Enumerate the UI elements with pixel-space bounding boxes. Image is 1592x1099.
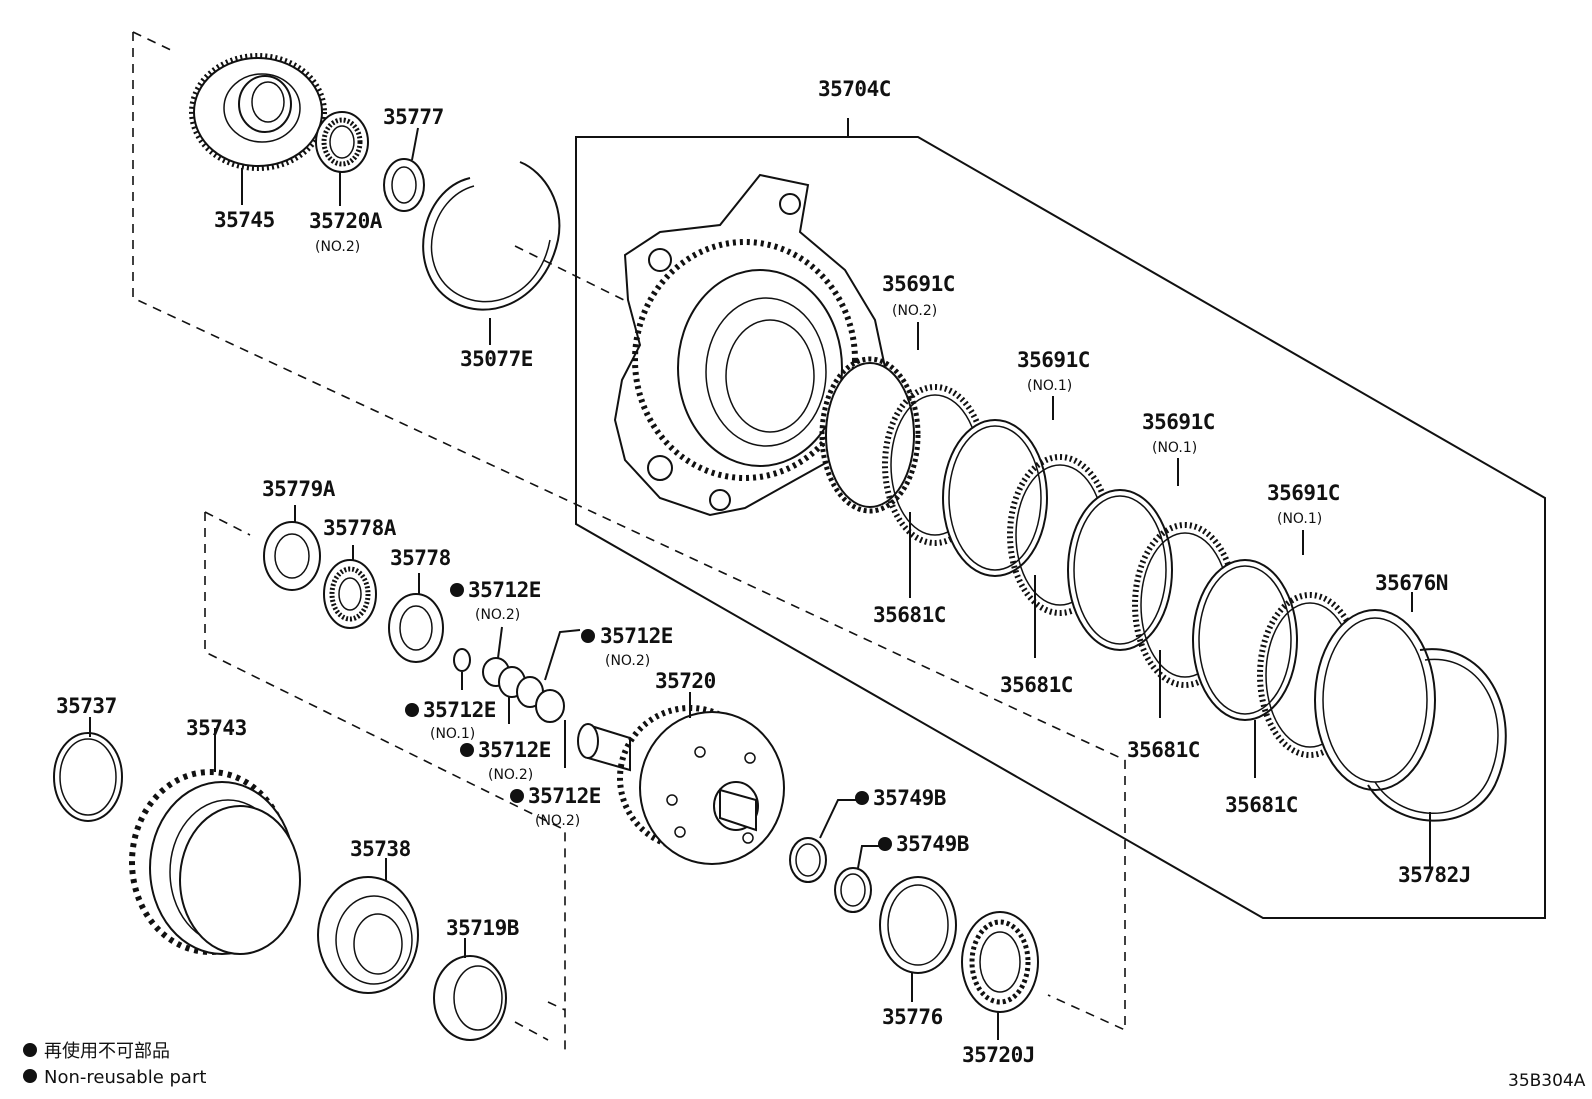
callout-35737: 35737 <box>56 694 117 718</box>
non-reusable-marker <box>855 791 869 805</box>
callout-35745: 35745 <box>214 208 275 232</box>
callout-35782J: 35782J <box>1398 863 1471 887</box>
callout-labels: 35704C 35745 35720A (NO.2) 35777 35077E … <box>56 77 1471 1067</box>
callout-35691C-d-qualifier: (NO.1) <box>1277 511 1322 527</box>
callout-35712E-d: 35712E <box>478 738 551 762</box>
callout-35720J: 35720J <box>962 1043 1035 1067</box>
legend-bullet-icon <box>23 1069 37 1083</box>
part-35778A-bearing <box>323 545 377 629</box>
part-35077E-snap-ring <box>422 161 561 345</box>
callout-35776: 35776 <box>882 1005 943 1029</box>
non-reusable-marker <box>405 703 419 717</box>
callout-35779A: 35779A <box>262 477 336 501</box>
callout-35712E-a: 35712E <box>468 578 541 602</box>
callout-35681C-b: 35681C <box>1000 673 1073 697</box>
callout-35777: 35777 <box>383 105 444 129</box>
clutch-plates <box>819 356 1507 822</box>
callout-35720A: 35720A <box>309 209 383 233</box>
callout-35681C-a: 35681C <box>873 603 946 627</box>
callout-35720A-qualifier: (NO.2) <box>315 239 360 255</box>
callout-35743: 35743 <box>186 716 247 740</box>
group-outlines <box>132 31 1126 1052</box>
part-35778-washer <box>388 573 444 663</box>
part-35720-planetary <box>577 692 785 865</box>
clutch-leaders <box>909 322 1431 868</box>
callout-35691C-c-qualifier: (NO.1) <box>1152 440 1197 456</box>
callout-35778A: 35778A <box>323 516 397 540</box>
part-35704C-hub <box>613 173 888 517</box>
part-35738-carrier <box>317 858 419 994</box>
part-35737-snap-ring <box>53 717 123 822</box>
part-35776-washer <box>879 876 957 1002</box>
legend-text-en: Non-reusable part <box>44 1067 206 1088</box>
callout-35719B: 35719B <box>446 916 519 940</box>
callout-35712E-c-qualifier: (NO.1) <box>430 726 475 742</box>
callout-35676N: 35676N <box>1375 571 1448 595</box>
part-35719B-bearing <box>433 938 507 1041</box>
diagram-reference: 35B304A <box>1508 1071 1586 1091</box>
callout-35738: 35738 <box>350 837 411 861</box>
legend-text-jp: 再使用不可部品 <box>44 1041 170 1062</box>
callout-35778: 35778 <box>390 546 451 570</box>
callout-35691C-b: 35691C <box>1017 348 1090 372</box>
part-35777-washer <box>383 127 425 212</box>
callout-35704C: 35704C <box>818 77 891 101</box>
callout-35749B-a: 35749B <box>873 786 946 810</box>
callout-35712E-c: 35712E <box>423 698 496 722</box>
non-reusable-marker <box>878 837 892 851</box>
part-35712E-seal-rings <box>453 626 581 768</box>
callout-35749B-b: 35749B <box>896 832 969 856</box>
callout-35712E-e: 35712E <box>528 784 601 808</box>
part-35743-ring-gear <box>129 728 301 955</box>
legend-bullet-icon <box>23 1043 37 1057</box>
callout-35681C-d: 35681C <box>1225 793 1298 817</box>
callout-35712E-e-qualifier: (NO.2) <box>535 813 580 829</box>
non-reusable-marker <box>450 583 464 597</box>
part-35720J-bearing <box>961 911 1039 1040</box>
part-35745-drum <box>189 53 327 205</box>
callout-35077E: 35077E <box>460 347 533 371</box>
legend: 再使用不可部品 Non-reusable part <box>23 1041 206 1088</box>
callout-35712E-a-qualifier: (NO.2) <box>475 607 520 623</box>
part-35720A-bearing <box>315 111 369 206</box>
callout-35712E-b-qualifier: (NO.2) <box>605 653 650 669</box>
callout-35712E-d-qualifier: (NO.2) <box>488 767 533 783</box>
callout-35712E-b: 35712E <box>600 624 673 648</box>
callout-35681C-c: 35681C <box>1127 738 1200 762</box>
callout-35691C-a-qualifier: (NO.2) <box>892 303 937 319</box>
callout-35691C-b-qualifier: (NO.1) <box>1027 378 1072 394</box>
clutch-assembly-outline <box>575 118 1546 919</box>
callout-35691C-c: 35691C <box>1142 410 1215 434</box>
callout-35691C-d: 35691C <box>1267 481 1340 505</box>
non-reusable-marker <box>460 743 474 757</box>
non-reusable-marker <box>581 629 595 643</box>
callout-35720: 35720 <box>655 669 716 693</box>
callout-35691C-a: 35691C <box>882 272 955 296</box>
part-35779A-washer <box>263 505 321 591</box>
part-35749B-seals <box>789 799 880 913</box>
non-reusable-marker <box>510 789 524 803</box>
